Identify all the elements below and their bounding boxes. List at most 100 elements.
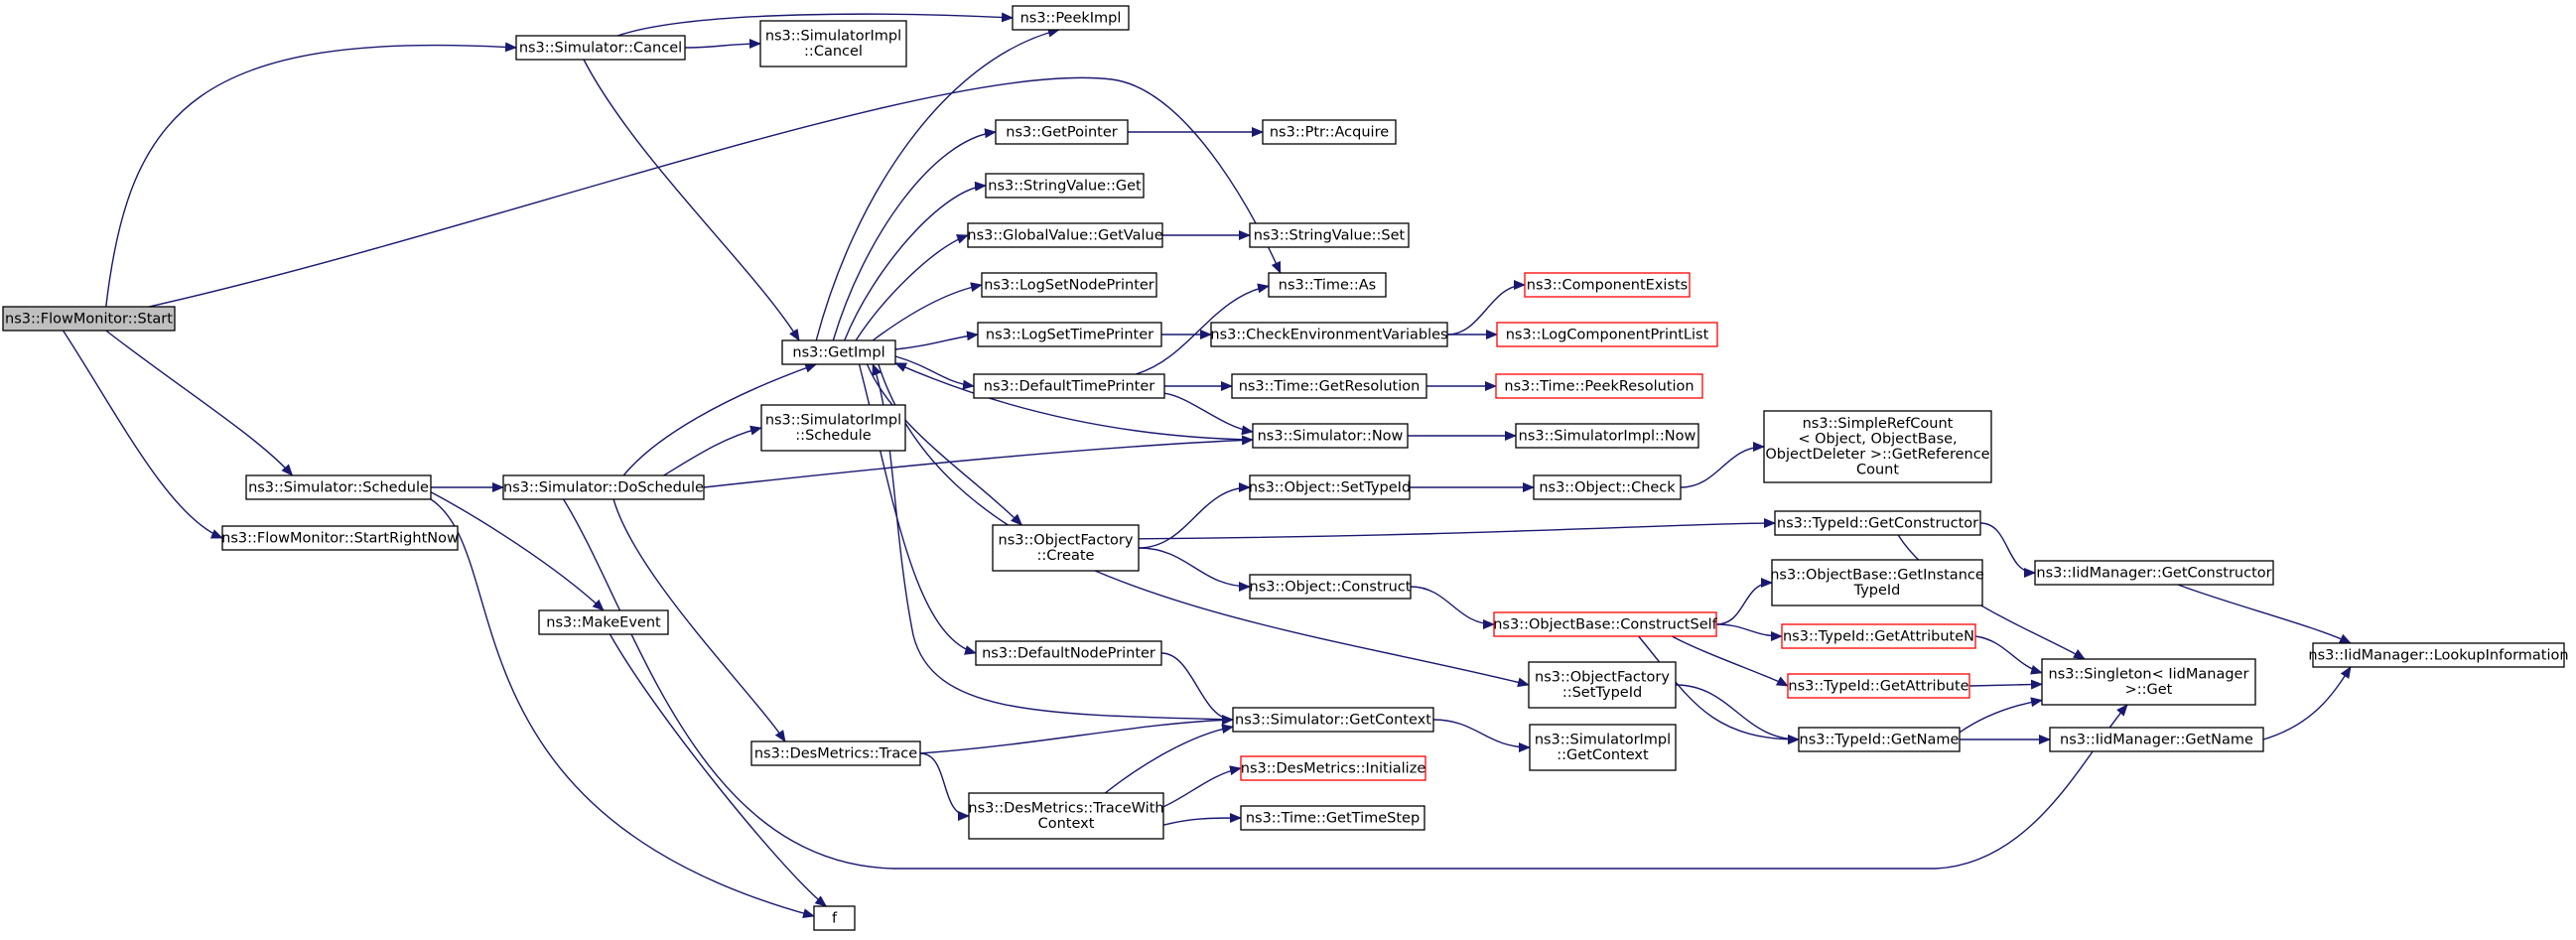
node-simnow[interactable]: ns3::Simulator::Now bbox=[1252, 423, 1409, 449]
node-lookupinfo[interactable]: ns3::IidManager::LookupInformation bbox=[2308, 642, 2569, 668]
node-stringset[interactable]: ns3::StringValue::Set bbox=[1249, 222, 1410, 248]
node-box[interactable] bbox=[813, 905, 856, 931]
node-f[interactable]: f bbox=[813, 905, 856, 931]
node-box[interactable] bbox=[1493, 611, 1717, 637]
node-box[interactable] bbox=[967, 222, 1163, 248]
node-simimplctx[interactable]: ns3::SimulatorImpl::GetContext bbox=[1529, 724, 1677, 771]
node-box[interactable] bbox=[1515, 423, 1699, 449]
node-box[interactable] bbox=[1240, 805, 1425, 831]
node-schedule[interactable]: ns3::Simulator::Schedule bbox=[245, 474, 432, 500]
node-simimplcancel[interactable]: ns3::SimulatorImpl::Cancel bbox=[759, 20, 907, 67]
node-iidgetname[interactable]: ns3::IidManager::GetName bbox=[2049, 727, 2264, 752]
node-box[interactable] bbox=[1528, 661, 1677, 709]
node-timeas[interactable]: ns3::Time::As bbox=[1268, 272, 1387, 298]
node-destrace[interactable]: ns3::DesMetrics::Trace bbox=[750, 740, 921, 766]
node-compexists[interactable]: ns3::ComponentExists bbox=[1524, 272, 1691, 298]
node-box[interactable] bbox=[1798, 727, 1961, 752]
node-box[interactable] bbox=[750, 740, 921, 766]
node-box[interactable] bbox=[1012, 5, 1130, 31]
node-objconstruct[interactable]: ns3::Object::Construct bbox=[1249, 574, 1412, 600]
node-box[interactable] bbox=[1763, 410, 1992, 483]
node-box[interactable] bbox=[977, 322, 1162, 347]
node-constructself[interactable]: ns3::ObjectBase::ConstructSelf bbox=[1493, 611, 1718, 637]
node-box[interactable] bbox=[760, 404, 906, 452]
node-simgetctx[interactable]: ns3::Simulator::GetContext bbox=[1232, 707, 1434, 733]
node-box[interactable] bbox=[995, 119, 1129, 145]
node-box[interactable] bbox=[515, 35, 686, 61]
node-box[interactable] bbox=[1240, 755, 1426, 781]
node-box[interactable] bbox=[1249, 574, 1412, 600]
node-simimplsched[interactable]: ns3::SimulatorImpl::Schedule bbox=[760, 404, 906, 452]
node-typeidgetname[interactable]: ns3::TypeId::GetName bbox=[1798, 727, 1961, 752]
node-box[interactable] bbox=[975, 640, 1162, 666]
node-objfactcreate[interactable]: ns3::ObjectFactory::Create bbox=[992, 524, 1140, 572]
node-box[interactable] bbox=[992, 524, 1140, 572]
node-objcheck[interactable]: ns3::Object::Check bbox=[1533, 474, 1682, 500]
node-cancel[interactable]: ns3::Simulator::Cancel bbox=[515, 35, 686, 61]
node-typeidgetctor[interactable]: ns3::TypeId::GetConstructor bbox=[1774, 510, 1981, 536]
node-box[interactable] bbox=[1771, 559, 1983, 606]
node-simplerefcount[interactable]: ns3::SimpleRefCount< Object, ObjectBase,… bbox=[1763, 410, 1992, 483]
node-box[interactable] bbox=[1529, 724, 1677, 771]
node-getattr[interactable]: ns3::TypeId::GetAttribute bbox=[1787, 673, 1970, 699]
node-box[interactable] bbox=[1231, 373, 1427, 399]
node-box[interactable] bbox=[245, 474, 432, 500]
node-getpointer[interactable]: ns3::GetPointer bbox=[995, 119, 1129, 145]
node-checkenv[interactable]: ns3::CheckEnvironmentVariables bbox=[1210, 322, 1448, 347]
node-box[interactable] bbox=[2041, 658, 2256, 706]
node-box[interactable] bbox=[1533, 474, 1682, 500]
node-objfactset[interactable]: ns3::ObjectFactory::SetTypeId bbox=[1528, 661, 1677, 709]
node-box[interactable] bbox=[1210, 322, 1448, 347]
node-box[interactable] bbox=[1232, 707, 1434, 733]
node-getimpl[interactable]: ns3::GetImpl bbox=[781, 339, 896, 365]
node-box[interactable] bbox=[1268, 272, 1387, 298]
node-box[interactable] bbox=[968, 792, 1164, 840]
node-logcomp[interactable]: ns3::LogComponentPrintList bbox=[1496, 322, 1718, 347]
node-box[interactable] bbox=[1496, 322, 1718, 347]
node-peekimpl[interactable]: ns3::PeekImpl bbox=[1012, 5, 1130, 31]
node-start[interactable]: ns3::FlowMonitor::Start bbox=[2, 306, 176, 332]
node-objsettypeid[interactable]: ns3::Object::SetTypeId bbox=[1249, 474, 1411, 500]
node-getattrn[interactable]: ns3::TypeId::GetAttributeN bbox=[1781, 623, 1976, 649]
node-box[interactable] bbox=[1524, 272, 1691, 298]
node-box[interactable] bbox=[973, 373, 1165, 399]
node-box[interactable] bbox=[1252, 423, 1409, 449]
node-box[interactable] bbox=[221, 525, 459, 551]
node-defnode[interactable]: ns3::DefaultNodePrinter bbox=[975, 640, 1162, 666]
node-box[interactable] bbox=[2034, 560, 2274, 586]
node-timestep[interactable]: ns3::Time::GetTimeStep bbox=[1240, 805, 1425, 831]
node-box[interactable] bbox=[1249, 474, 1411, 500]
node-doschedule[interactable]: ns3::Simulator::DoSchedule bbox=[502, 474, 705, 500]
node-iidgetctor[interactable]: ns3::IidManager::GetConstructor bbox=[2034, 560, 2274, 586]
node-ptracquire[interactable]: ns3::Ptr::Acquire bbox=[1262, 119, 1397, 145]
node-timepeek[interactable]: ns3::Time::PeekResolution bbox=[1495, 373, 1703, 399]
node-box[interactable] bbox=[2312, 642, 2565, 668]
node-makeevent[interactable]: ns3::MakeEvent bbox=[538, 609, 669, 635]
node-box[interactable] bbox=[985, 173, 1145, 199]
node-box[interactable] bbox=[1262, 119, 1397, 145]
node-box[interactable] bbox=[502, 474, 705, 500]
node-stringget[interactable]: ns3::StringValue::Get bbox=[985, 173, 1145, 199]
node-box[interactable] bbox=[538, 609, 669, 635]
node-globalget[interactable]: ns3::GlobalValue::GetValue bbox=[967, 222, 1163, 248]
node-box[interactable] bbox=[1774, 510, 1981, 536]
node-timeres[interactable]: ns3::Time::GetResolution bbox=[1231, 373, 1427, 399]
node-box[interactable] bbox=[759, 20, 907, 67]
node-box[interactable] bbox=[1781, 623, 1976, 649]
node-deftime[interactable]: ns3::DefaultTimePrinter bbox=[973, 373, 1165, 399]
node-box[interactable] bbox=[1249, 222, 1410, 248]
node-box[interactable] bbox=[781, 339, 896, 365]
node-box[interactable] bbox=[2049, 727, 2264, 752]
node-logsetnode[interactable]: ns3::LogSetNodePrinter bbox=[981, 272, 1157, 298]
node-startrightnow[interactable]: ns3::FlowMonitor::StartRightNow bbox=[221, 525, 459, 551]
node-singleton[interactable]: ns3::Singleton< IidManager>::Get bbox=[2041, 658, 2256, 706]
node-desinit[interactable]: ns3::DesMetrics::Initialize bbox=[1240, 755, 1426, 781]
node-box[interactable] bbox=[981, 272, 1157, 298]
node-box[interactable] bbox=[1495, 373, 1703, 399]
node-box[interactable] bbox=[2, 306, 176, 332]
node-simimplnow[interactable]: ns3::SimulatorImpl::Now bbox=[1515, 423, 1699, 449]
node-box[interactable] bbox=[1787, 673, 1970, 699]
node-logsettime[interactable]: ns3::LogSetTimePrinter bbox=[977, 322, 1162, 347]
